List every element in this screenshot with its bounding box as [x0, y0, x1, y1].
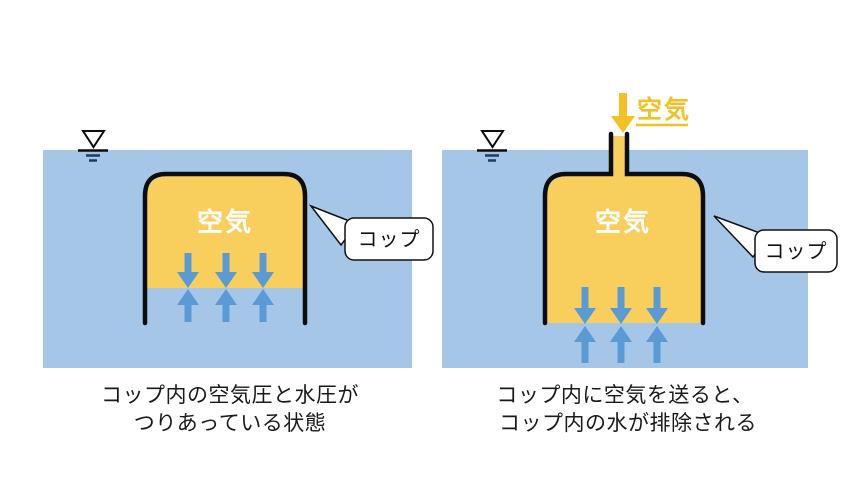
pressure-arrow-down — [610, 287, 632, 324]
callout-box — [754, 229, 838, 273]
right-panel: 空気 — [442, 93, 838, 435]
caption-line: コップ内の水が排除される — [499, 412, 757, 435]
air-inflow-label: 空気 — [637, 95, 691, 124]
air-inflow: 空気 — [611, 93, 691, 133]
water-surface-symbol — [477, 130, 507, 162]
callout-label: コップ — [358, 229, 421, 251]
air-label: 空気 — [595, 207, 651, 237]
callout-box — [344, 217, 434, 261]
air-label: 空気 — [197, 207, 253, 237]
pressure-arrow-down — [574, 287, 596, 324]
water-pressure-arrows — [177, 289, 274, 322]
caption-line: コップ内の空気圧と水圧が — [101, 384, 359, 407]
cup-callout: コップ — [713, 215, 838, 273]
pressure-arrow-down — [252, 253, 274, 288]
water-surface-triangle-icon — [81, 130, 106, 149]
caption-line: コップ内に空気を送ると、 — [496, 384, 753, 407]
pressure-arrow-down — [215, 253, 237, 288]
water-surface-triangle-icon — [480, 130, 505, 149]
caption-line: つりあっている状態 — [134, 412, 326, 435]
air-pressure-arrows — [574, 287, 668, 324]
pressure-arrow-up — [574, 326, 596, 363]
left-caption: コップ内の空気圧と水圧が つりあっている状態 — [101, 384, 359, 435]
pressure-arrow-down — [177, 253, 199, 288]
pressure-arrow-up — [646, 326, 668, 363]
callout-label: コップ — [765, 241, 828, 263]
pressure-arrow-up — [177, 289, 199, 322]
pressure-arrow-up — [610, 326, 632, 363]
air-pressure-arrows — [177, 253, 274, 288]
right-caption: コップ内に空気を送ると、 コップ内の水が排除される — [496, 384, 757, 435]
pressure-arrow-up — [215, 289, 237, 322]
cup-callout: コップ — [308, 204, 434, 261]
left-panel: 空気 コップ コップ内の空気圧と水圧が つりあっている状態 — [43, 130, 434, 435]
pressure-arrow-up — [252, 289, 274, 322]
cup-outline — [142, 171, 308, 326]
water-pressure-arrows — [574, 326, 668, 363]
cup-outline — [542, 131, 706, 326]
pressure-arrow-down — [646, 287, 668, 324]
air-inflow-arrow-head — [611, 116, 635, 133]
water-surface-symbol — [78, 130, 108, 162]
air-region — [547, 136, 701, 323]
